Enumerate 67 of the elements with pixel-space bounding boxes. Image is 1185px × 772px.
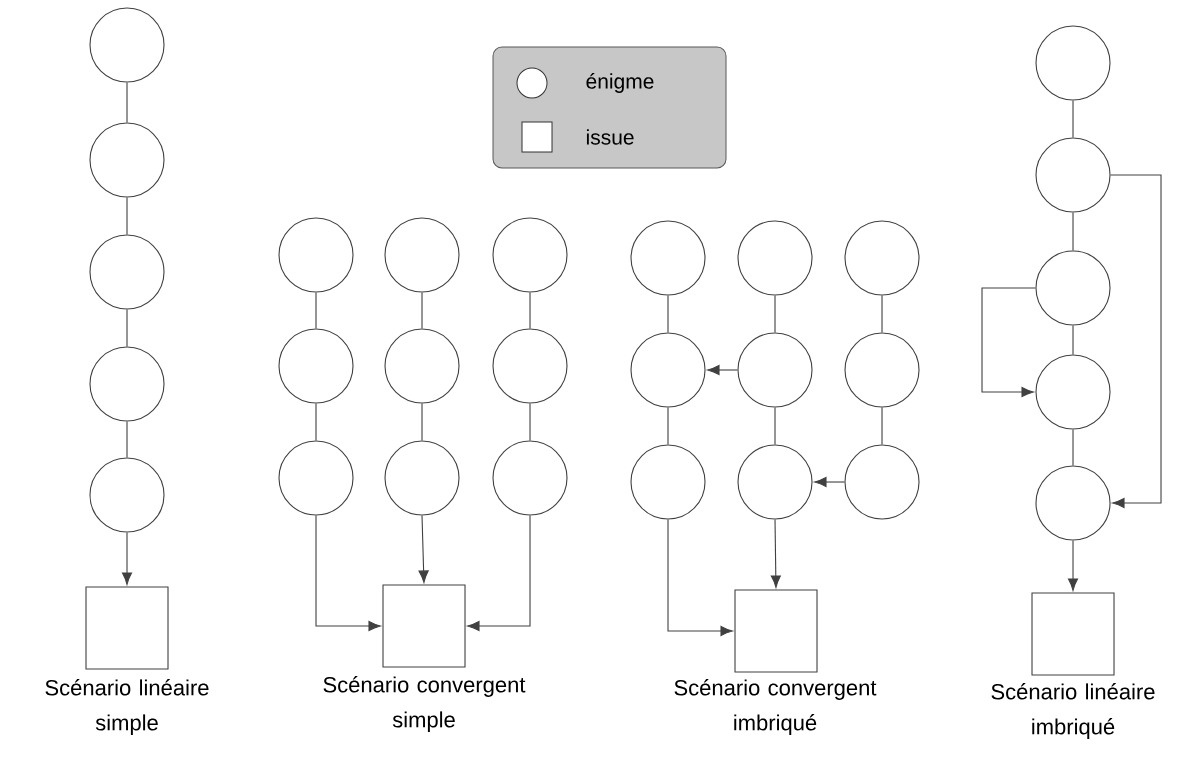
puzzle-circle — [89, 234, 165, 310]
puzzle-circle — [89, 7, 165, 83]
puzzle-circle — [737, 332, 813, 408]
arrow — [418, 515, 429, 583]
outcome-square — [85, 586, 169, 670]
connector-line — [421, 292, 423, 329]
connector-line — [1072, 212, 1074, 251]
connector-line — [667, 407, 669, 445]
legend-label: énigme — [586, 73, 654, 93]
arrow — [981, 287, 1036, 398]
outcome-square — [382, 584, 466, 668]
connector-line — [881, 407, 883, 445]
connector-line — [774, 407, 776, 445]
arrow — [121, 532, 133, 585]
connector-line — [1072, 325, 1074, 355]
arrow — [667, 519, 733, 637]
puzzle-circle — [278, 440, 354, 516]
connector-line — [126, 421, 128, 458]
puzzle-circle — [492, 217, 568, 293]
puzzle-circle — [630, 444, 706, 520]
arrow — [1067, 540, 1079, 591]
puzzle-circle — [384, 217, 460, 293]
connector-line — [1072, 100, 1074, 138]
puzzle-circle — [1035, 250, 1111, 326]
arrow — [315, 515, 381, 632]
outcome-square — [1031, 592, 1115, 676]
arrow — [707, 364, 738, 376]
connector-line — [126, 82, 128, 123]
arrow — [467, 515, 531, 632]
connector-line — [529, 292, 531, 329]
connector-line — [421, 403, 423, 441]
puzzle-circle — [1035, 25, 1111, 101]
scenario-caption: Scénario convergent imbriqué — [674, 679, 877, 735]
puzzle-circle — [630, 220, 706, 296]
puzzle-circle — [278, 328, 354, 404]
connector-line — [126, 197, 128, 235]
outcome-square — [734, 589, 818, 673]
arrow — [1110, 174, 1162, 509]
connector-line — [881, 295, 883, 333]
puzzle-circle — [492, 440, 568, 516]
puzzle-circle — [737, 220, 813, 296]
puzzle-circle — [278, 217, 354, 293]
puzzle-circle — [844, 332, 920, 408]
puzzle-circle — [89, 457, 165, 533]
connector-line — [529, 403, 531, 441]
puzzle-circle — [492, 328, 568, 404]
puzzle-circle — [844, 444, 920, 520]
connector-line — [315, 292, 317, 329]
connector-line — [126, 309, 128, 347]
puzzle-circle — [384, 440, 460, 516]
puzzle-circle — [1035, 354, 1111, 430]
puzzle-circle — [89, 346, 165, 422]
arrow — [814, 476, 845, 488]
puzzle-circle — [1035, 137, 1111, 213]
arrow — [770, 519, 781, 588]
connector-line — [667, 295, 669, 333]
puzzle-circle — [844, 220, 920, 296]
puzzle-circle — [737, 444, 813, 520]
legend-label: issue — [586, 129, 634, 145]
puzzle-circle — [1035, 465, 1111, 541]
puzzle-circle — [384, 328, 460, 404]
scenario-caption: Scénario convergent simple — [323, 676, 526, 732]
connector-line — [774, 295, 776, 333]
puzzle-circle — [89, 122, 165, 198]
puzzle-circle — [630, 332, 706, 408]
connector-line — [315, 403, 317, 441]
connector-line — [1072, 429, 1074, 466]
